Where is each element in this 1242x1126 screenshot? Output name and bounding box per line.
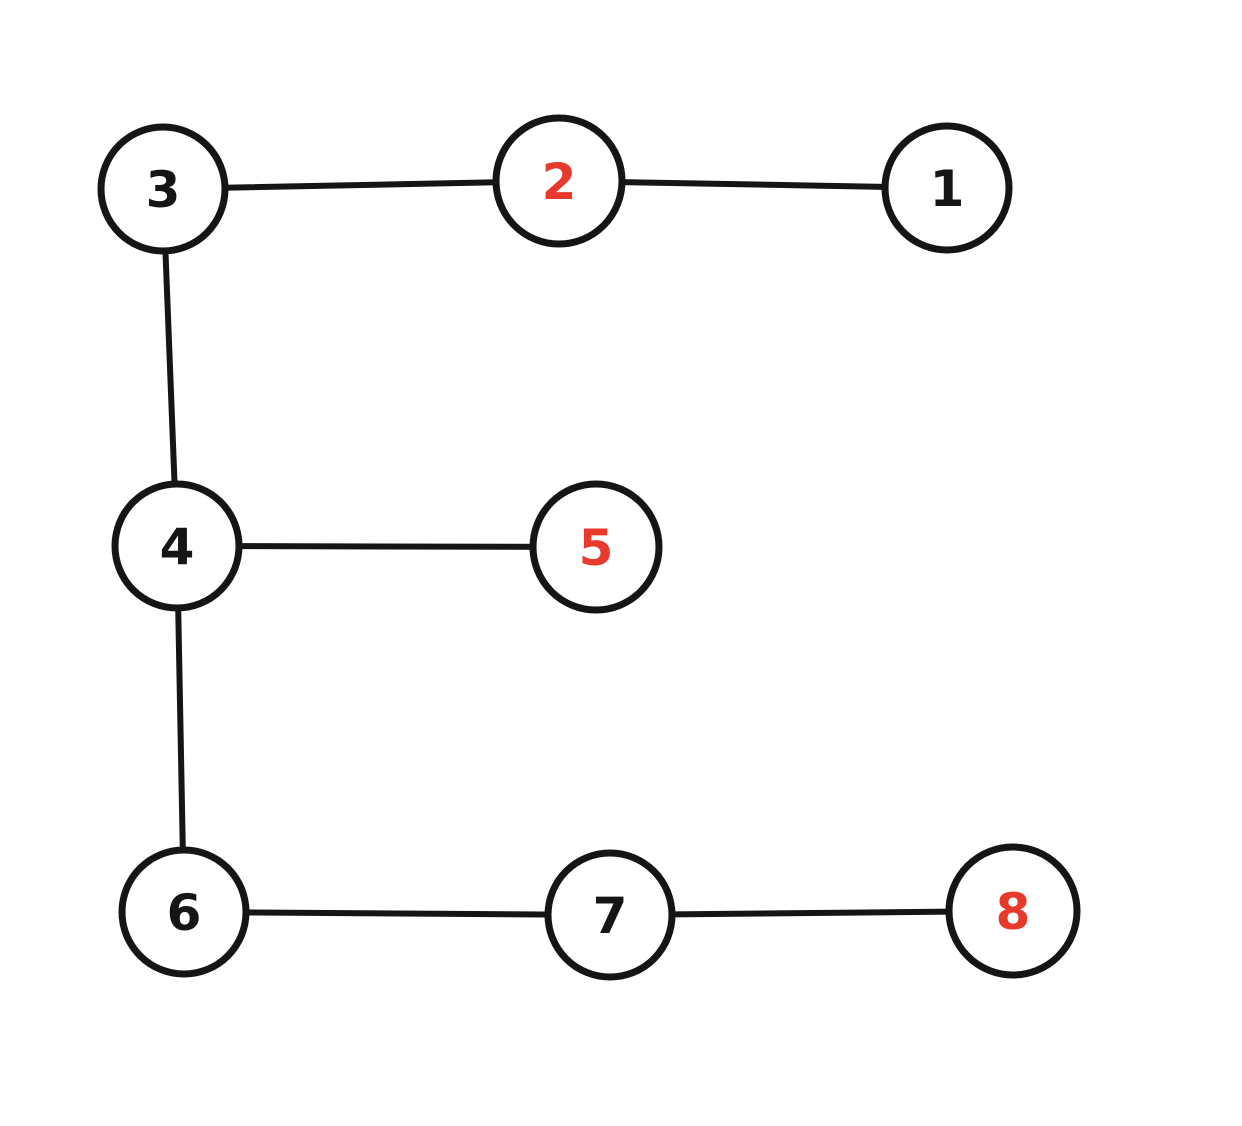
- node-circle-4[interactable]: [111, 480, 243, 612]
- node-7[interactable]: 7: [544, 849, 676, 981]
- node-label-7: 7: [593, 887, 628, 945]
- node-5[interactable]: 5: [529, 480, 663, 614]
- edge-6-7[interactable]: [181, 909, 613, 918]
- node-6[interactable]: 6: [118, 846, 250, 978]
- node-circle-7[interactable]: [544, 849, 676, 981]
- node-circle-6[interactable]: [118, 846, 250, 978]
- node-label-1: 1: [930, 160, 965, 218]
- node-label-5: 5: [579, 519, 614, 577]
- node-circle-1[interactable]: [881, 122, 1013, 254]
- node-circle-3[interactable]: [97, 123, 229, 255]
- node-4[interactable]: 4: [111, 480, 243, 612]
- node-label-6: 6: [167, 884, 202, 942]
- node-8[interactable]: 8: [945, 843, 1081, 979]
- node-3[interactable]: 3: [97, 123, 229, 255]
- node-circle-5[interactable]: [529, 480, 663, 614]
- node-1[interactable]: 1: [881, 122, 1013, 254]
- node-2[interactable]: 2: [492, 114, 626, 248]
- node-circle-8[interactable]: [945, 843, 1081, 979]
- node-label-4: 4: [160, 518, 195, 576]
- node-label-2: 2: [542, 153, 577, 211]
- node-circle-2[interactable]: [492, 114, 626, 248]
- node-label-8: 8: [996, 883, 1031, 941]
- node-label-3: 3: [146, 161, 181, 219]
- edge-4-5[interactable]: [174, 543, 599, 550]
